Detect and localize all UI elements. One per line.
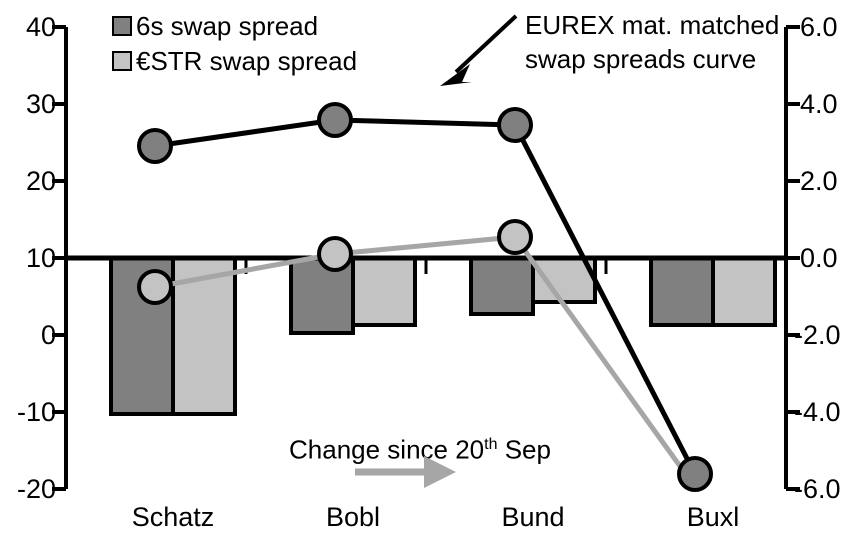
change-since-arrow-icon [355, 456, 456, 488]
right-axis-tick-2: 2.0 [800, 166, 838, 196]
black-marker-schatz [137, 128, 173, 164]
change-since-note: Change since 20th Sep [289, 432, 551, 463]
gray-marker-bobl [317, 236, 353, 272]
gray-marker-schatz [137, 269, 173, 305]
category-label-bund: Bund [501, 502, 565, 532]
gray-series-markers-buxl [679, 471, 711, 503]
left-axis-tick-10: 10 [25, 243, 56, 273]
gray-marker-bund [497, 219, 533, 255]
legend-item-estr-swap-spread: €STR swap spread [112, 48, 357, 74]
right-axis-tick-neg6: -6.0 [794, 474, 841, 504]
bar-6s-bund [469, 256, 535, 316]
right-axis-tick-6: 6.0 [800, 12, 838, 42]
right-axis-tick-neg4: -4.0 [794, 397, 841, 427]
change-since-prefix: Change since 20 [289, 434, 485, 465]
legend-label-estr-swap-spread: €STR swap spread [136, 46, 358, 76]
black-series-markers [137, 102, 713, 492]
black-series-line [154, 117, 698, 476]
right-axis-tick-4: 4.0 [800, 89, 838, 119]
callout-arrow-icon [440, 14, 518, 86]
change-since-superscript: th [484, 436, 498, 453]
left-axis-tick-30: 30 [25, 89, 56, 119]
callout-line-2: swap spreads curve [525, 44, 757, 74]
left-axis-tick-40: 40 [25, 12, 56, 42]
black-marker-buxl [677, 456, 713, 492]
gray-series-line [154, 234, 698, 489]
legend-item-6s-swap-spread: 6s swap spread [112, 13, 318, 39]
left-axis-tick-neg20: -20 [16, 474, 56, 504]
category-label-bobl: Bobl [325, 502, 381, 532]
category-label-schatz: Schatz [131, 502, 215, 532]
left-axis-tick-0: 0 [40, 320, 56, 350]
black-marker-bund [497, 107, 533, 143]
legend-swatch-estr-swap-spread [112, 51, 132, 71]
right-axis-tick-neg2: -2.0 [794, 320, 841, 350]
legend-label-6s-swap-spread: 6s swap spread [136, 11, 319, 41]
left-axis-tick-neg10: -10 [16, 397, 56, 427]
bar-estr-buxl [711, 256, 777, 327]
bar-6s-buxl [649, 256, 715, 327]
bar-estr-bobl [351, 256, 417, 327]
black-marker-bobl [317, 102, 353, 138]
callout-line-1: EUREX mat. matched [525, 10, 780, 40]
legend-swatch-6s-swap-spread [112, 16, 132, 36]
left-axis-tick-20: 20 [25, 166, 56, 196]
change-since-suffix: Sep [497, 434, 551, 465]
right-axis-tick-0: 0.0 [800, 243, 838, 273]
gray-series-markers [137, 219, 533, 305]
category-label-buxl: Buxl [686, 502, 740, 532]
